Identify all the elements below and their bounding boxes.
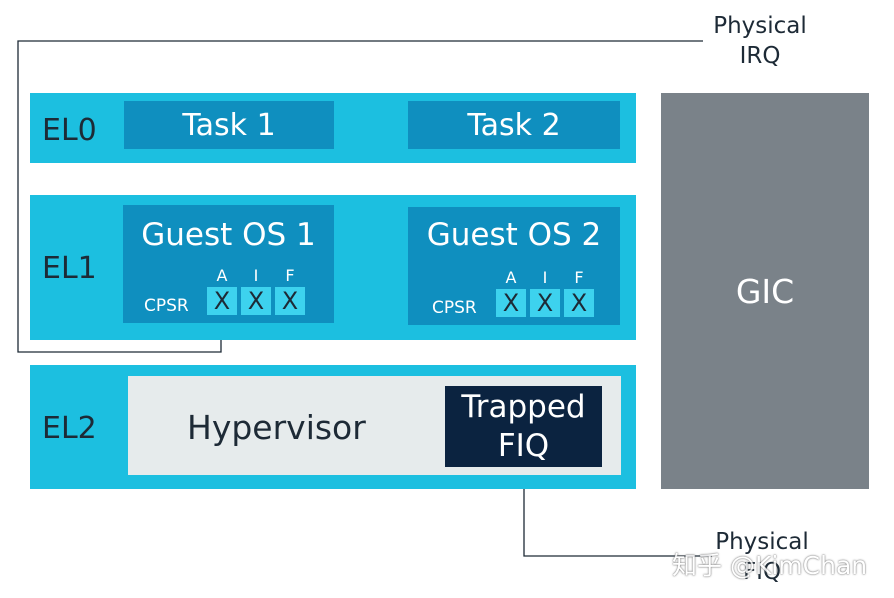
el1-label: EL1 xyxy=(42,251,97,286)
guest-os-1-mask-i: X xyxy=(241,287,271,315)
trapped-fiq-line2: FIQ xyxy=(497,427,550,464)
guest-os-1-bit-i-label: I xyxy=(253,266,259,285)
guest-os-1-box: Guest OS 1 A I F CPSR X X X xyxy=(123,205,334,323)
task-1-box: Task 1 xyxy=(124,101,334,149)
gic-box: GIC xyxy=(661,93,869,489)
hypervisor-label: Hypervisor xyxy=(187,408,366,447)
guest-os-1-mask-f: X xyxy=(275,287,305,315)
physical-fiq-label: Physical FIQ xyxy=(715,529,809,585)
guest-os-1-title: Guest OS 1 xyxy=(141,217,316,253)
guest-os-2-bit-f-label: F xyxy=(574,268,584,287)
physical-irq-label: Physical IRQ xyxy=(713,13,807,69)
physical-fiq-line xyxy=(517,465,712,557)
guest-os-1-bit-f-label: F xyxy=(285,266,295,285)
guest-os-2-title: Guest OS 2 xyxy=(426,217,602,253)
trapped-fiq-box: Trapped FIQ xyxy=(445,386,602,467)
guest-os-2-mask-a: X xyxy=(496,289,526,317)
guest-os-2-bit-a-label: A xyxy=(505,268,517,287)
guest-os-1-mask-a: X xyxy=(207,287,237,315)
el0-label: EL0 xyxy=(42,113,97,148)
guest-os-2-mask-i: X xyxy=(530,289,560,317)
el2-label: EL2 xyxy=(42,411,97,446)
guest-os-2-mask-f: X xyxy=(564,289,594,317)
guest-os-2-box: Guest OS 2 A I F CPSR X X X xyxy=(408,207,620,325)
trapped-fiq-line1: Trapped xyxy=(461,388,586,425)
physical-irq-line xyxy=(17,40,703,353)
watermark-text: 知乎 @KimChan xyxy=(672,551,868,580)
guest-os-2-bit-i-label: I xyxy=(542,268,548,287)
guest-os-1-cpsr-label: CPSR xyxy=(144,296,189,316)
guest-os-1-bit-a-label: A xyxy=(216,266,228,285)
guest-os-2-cpsr-label: CPSR xyxy=(432,298,477,318)
task-2-box: Task 2 xyxy=(408,101,620,149)
